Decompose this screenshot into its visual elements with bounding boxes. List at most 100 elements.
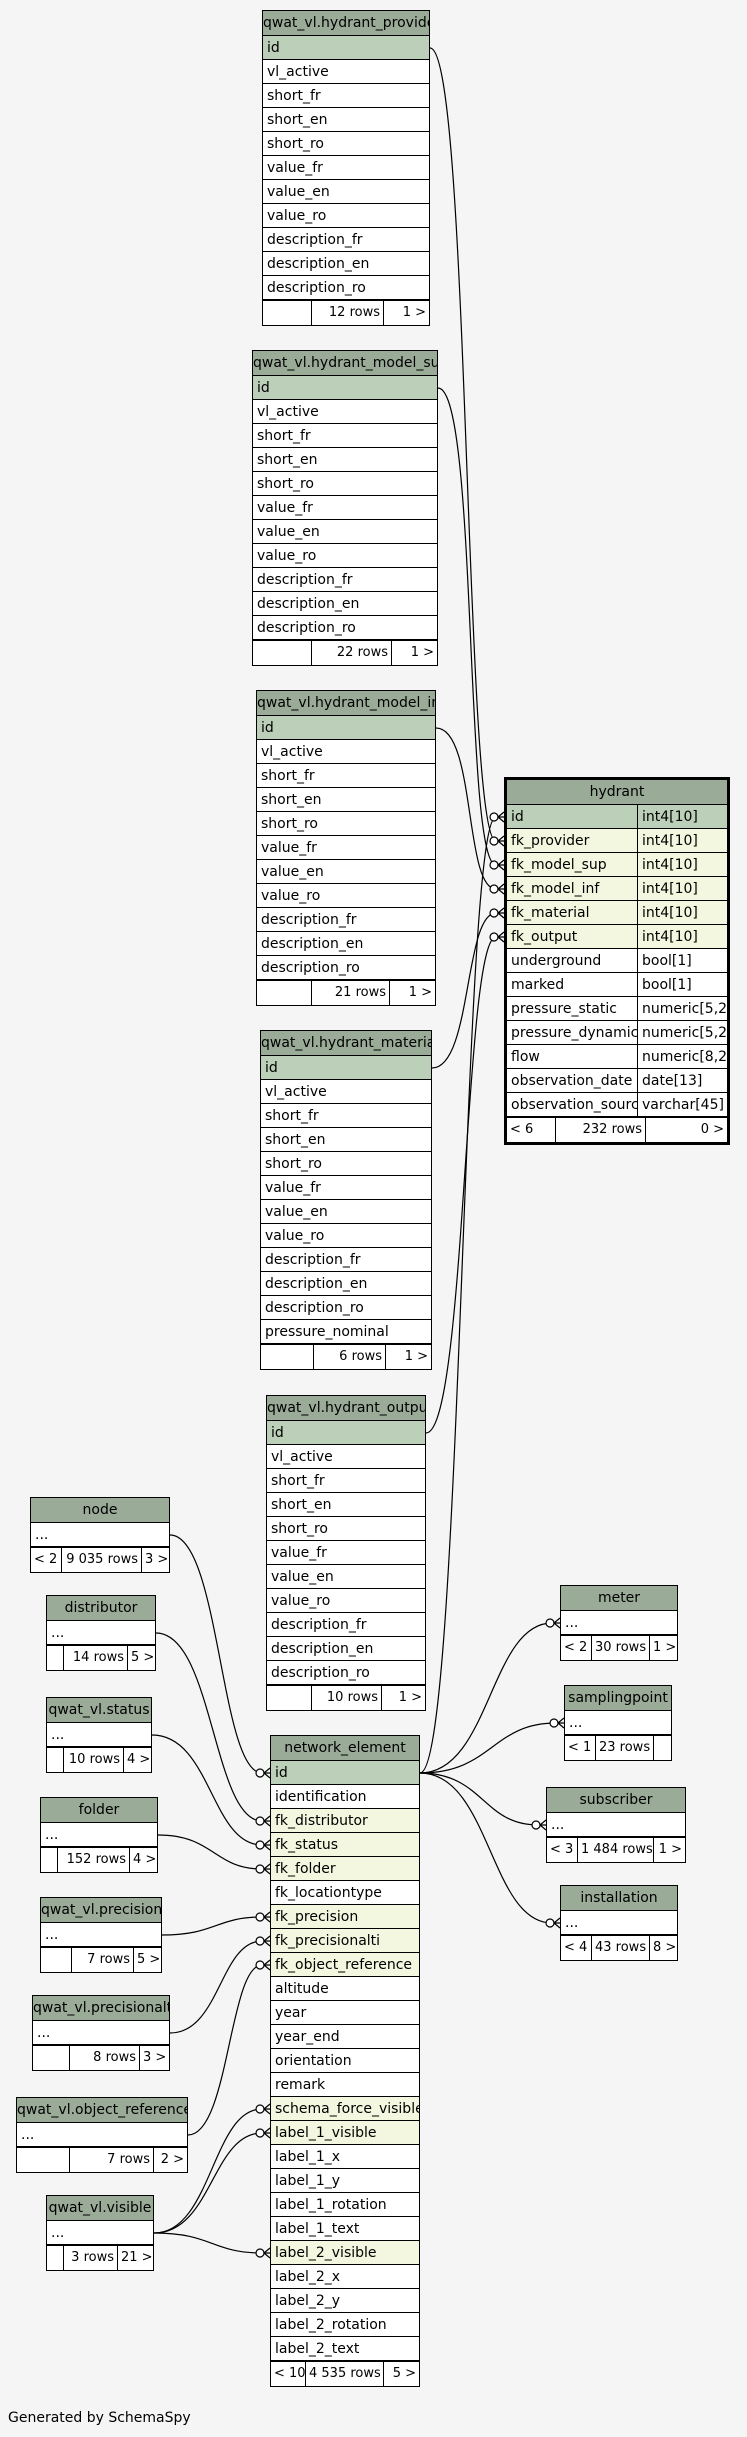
table-title[interactable]: qwat_vl.status	[47, 1698, 151, 1723]
column-name: ...	[565, 1915, 579, 1931]
relation-edge	[437, 387, 497, 866]
column-name: ...	[51, 1625, 65, 1641]
parent-count: < 4	[564, 1940, 588, 1955]
column-name: description_en	[257, 596, 360, 612]
table-title[interactable]: qwat_vl.visible	[47, 2196, 153, 2221]
column-name: underground	[511, 953, 602, 969]
column-row: value_en	[267, 1565, 425, 1589]
table-title[interactable]: subscriber	[547, 1788, 685, 1813]
child-count	[653, 1736, 671, 1760]
row-count: 22 rows	[311, 641, 391, 665]
table-title[interactable]: samplingpoint	[565, 1686, 671, 1711]
table-title[interactable]: meter	[561, 1586, 677, 1611]
table-title[interactable]: qwat_vl.precisionalti	[33, 1996, 169, 2021]
table-title[interactable]: installation	[561, 1886, 677, 1911]
column-name: id	[261, 720, 274, 736]
column-row: id	[257, 716, 435, 740]
column-row: id	[253, 376, 437, 400]
column-row: value_fr	[263, 156, 429, 180]
column-name: short_en	[267, 112, 328, 128]
column-name: description_fr	[265, 1252, 361, 1268]
row-count: 10 rows	[63, 1748, 123, 1772]
table-title[interactable]: hydrant	[507, 780, 727, 805]
column-name: value_en	[257, 524, 320, 540]
column-name: ...	[45, 1827, 59, 1843]
optional-marker	[489, 932, 499, 942]
parent-count	[47, 1646, 63, 1670]
column-name: fk_precisionalti	[275, 1933, 381, 1949]
column-row: label_2_rotation	[271, 2313, 419, 2337]
column-row: ...	[561, 1611, 677, 1635]
column-name: value_fr	[267, 160, 323, 176]
column-row: description_ro	[257, 956, 435, 980]
table-title[interactable]: qwat_vl.hydrant_model_sup	[253, 351, 437, 376]
child-count: 3 >	[139, 2046, 169, 2070]
parent-count	[47, 2246, 63, 2270]
table-title[interactable]: qwat_vl.hydrant_model_inf	[257, 691, 435, 716]
column-name: ...	[51, 1727, 65, 1743]
table-title[interactable]: qwat_vl.hydrant_provider	[263, 11, 429, 36]
table-title[interactable]: network_element	[271, 1736, 419, 1761]
column-row: description_en	[261, 1272, 431, 1296]
column-row: description_ro	[267, 1661, 425, 1685]
column-name: short_en	[271, 1497, 332, 1513]
column-name: short_ro	[265, 1156, 322, 1172]
table-title[interactable]: qwat_vl.hydrant_output	[267, 1396, 425, 1421]
row-count: 12 rows	[311, 301, 383, 325]
column-type: int4[10]	[637, 805, 727, 828]
optional-marker	[489, 884, 499, 894]
column-row: short_en	[263, 108, 429, 132]
relation-edge	[419, 1772, 539, 1826]
optional-marker	[545, 1918, 555, 1928]
relation-edge	[151, 1734, 263, 1846]
table-title[interactable]: distributor	[47, 1596, 155, 1621]
column-name: fk_model_sup	[511, 857, 607, 873]
parent-count	[267, 1686, 311, 1710]
column-name: value_en	[265, 1204, 328, 1220]
column-name: vl_active	[265, 1084, 327, 1100]
column-name: fk_object_reference	[275, 1957, 413, 1973]
table-title[interactable]: qwat_vl.object_reference	[17, 2098, 187, 2123]
column-row: value_en	[261, 1200, 431, 1224]
column-row: fk_object_reference	[271, 1953, 419, 1977]
column-name: value_en	[267, 184, 330, 200]
table-title[interactable]: qwat_vl.hydrant_material	[261, 1031, 431, 1056]
column-type: bool[1]	[637, 973, 727, 996]
column-name: observation_source	[511, 1097, 637, 1113]
parent-count	[263, 301, 311, 325]
column-name: short_fr	[261, 768, 315, 784]
column-row: short_en	[257, 788, 435, 812]
column-name: fk_folder	[275, 1861, 336, 1877]
column-row: label_1_x	[271, 2145, 419, 2169]
table-title[interactable]: node	[31, 1498, 169, 1523]
column-row: short_en	[267, 1493, 425, 1517]
relation-edge	[435, 727, 497, 890]
column-row: ...	[33, 2021, 169, 2045]
table-title[interactable]: qwat_vl.precision	[41, 1898, 161, 1923]
table-title[interactable]: folder	[41, 1798, 157, 1823]
column-row: description_en	[263, 252, 429, 276]
